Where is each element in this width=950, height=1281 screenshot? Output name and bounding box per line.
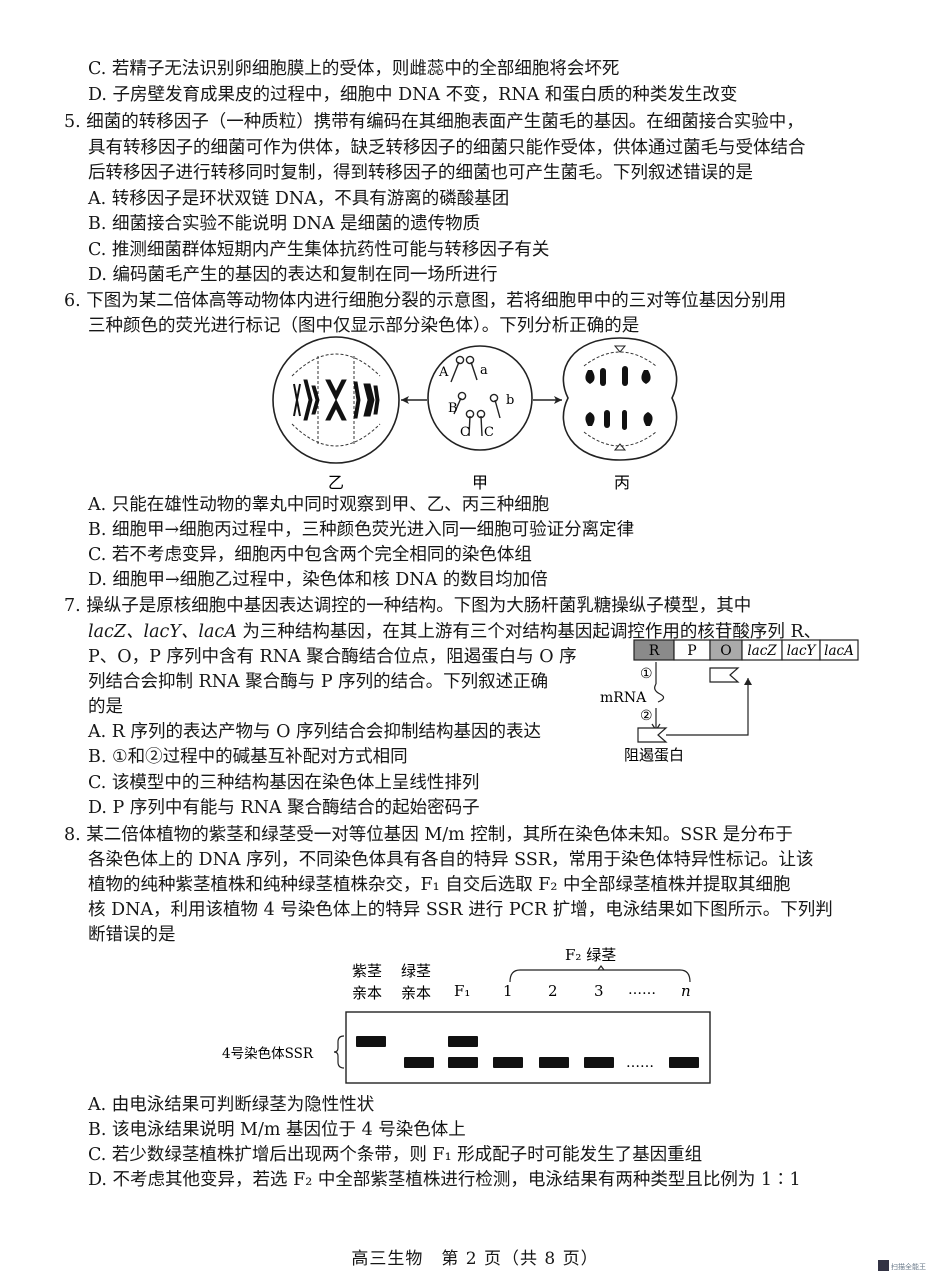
q7-stem-2-rest: 为三种结构基因，在其上游有三个对结构基因起调控作用的核苷酸序列 R、 [236, 622, 822, 642]
lane-3-label: 3 [594, 982, 604, 1000]
band-lane-n [669, 1057, 699, 1068]
scanner-watermark: 扫描全能王 [891, 1263, 926, 1271]
q6-option-c: C. 若不考虑变异，细胞丙中包含两个完全相同的染色体组 [88, 545, 532, 565]
scanner-qr-icon [878, 1260, 889, 1271]
lane-2-label: 2 [548, 982, 558, 1000]
cell-jia-label: 甲 [472, 473, 488, 492]
q7-stem-2: lacZ、lacY、lacA 为三种结构基因，在其上游有三个对结构基因起调控作用… [88, 620, 821, 644]
lane-1-label: 1 [503, 982, 513, 1000]
page-footer: 高三生物 第 2 页（共 8 页） [351, 1249, 599, 1269]
q8-option-c: C. 若少数绿茎植株扩增后出现两个条带，则 F₁ 形成配子时可能发生了基因重组 [88, 1145, 703, 1165]
band-green-parent [404, 1057, 434, 1068]
f1-label: F₁ [454, 982, 470, 1000]
ssr-row-label: 4号染色体SSR [222, 1045, 314, 1062]
q7-stem-1: 7. 操纵子是原核细胞中基因表达调控的一种结构。下图为大肠杆菌乳糖操纵子模型，其… [64, 596, 752, 616]
box-P: P [687, 643, 696, 659]
band-dots: …… [626, 1055, 654, 1071]
q5-option-a: A. 转移因子是环状双链 DNA，不具有游离的磷酸基团 [88, 189, 510, 209]
q6-option-d: D. 细胞甲→细胞乙过程中，染色体和核 DNA 的数目均加倍 [88, 570, 548, 590]
gene-A: A [438, 365, 449, 380]
cell-yi [272, 336, 400, 464]
band-f1-lower [448, 1057, 478, 1068]
q8-option-b: B. 该电泳结果说明 M/m 基因位于 4 号染色体上 [88, 1120, 466, 1140]
mrna-label: mRNA [600, 690, 647, 706]
gene-C-1: C [460, 425, 470, 440]
q8-stem-2: 各染色体上的 DNA 序列，不同染色体具有各自的特异 SSR，常用于染色体特异性… [88, 850, 814, 870]
box-R: R [649, 643, 660, 659]
cell-bing [562, 337, 678, 461]
box-lacA: lacA [824, 643, 854, 659]
q8-option-a: A. 由电泳结果可判断绿茎为隐性性状 [88, 1095, 375, 1115]
gene-a: a [480, 363, 488, 378]
q6-stem-1: 6. 下图为某二倍体高等动物体内进行细胞分裂的示意图，若将细胞甲中的三对等位基因… [64, 291, 787, 311]
q6-stem-2: 三种颜色的荧光进行标记（图中仅显示部分染色体）。下列分析正确的是 [88, 316, 640, 336]
box-lacZ: lacZ [747, 643, 777, 659]
q5-option-c: C. 推测细菌群体短期内产生集体抗药性可能与转移因子有关 [88, 240, 550, 260]
q7-gene-names: lacZ、lacY、lacA [88, 622, 237, 642]
q7-option-a: A. R 序列的表达产物与 O 序列结合会抑制结构基因的表达 [88, 722, 541, 742]
q8-stem-5: 断错误的是 [88, 925, 176, 945]
q6-option-a: A. 只能在雄性动物的睾丸中同时观察到甲、乙、丙三种细胞 [88, 495, 550, 515]
box-O: O [720, 643, 731, 659]
q6-option-b: B. 细胞甲→细胞丙过程中，三种颜色荧光进入同一细胞可验证分离定律 [88, 520, 635, 540]
cell-division-figure: 乙 A a B b C C 甲 [272, 336, 678, 492]
f2-green-label: F₂ 绿茎 [565, 946, 616, 964]
q7-stem-3: P、O，P 序列中含有 RNA 聚合酶结合位点，阻遏蛋白与 O 序 [88, 647, 577, 667]
gene-C-2: C [484, 425, 494, 440]
band-lane-1 [493, 1057, 523, 1068]
lane-n-label: n [681, 982, 691, 1000]
q7-option-b: B. ①和②过程中的碱基互补配对方式相同 [88, 747, 408, 767]
q4-option-d: D. 子房壁发育成果皮的过程中，细胞中 DNA 不变，RNA 和蛋白质的种类发生… [88, 85, 738, 105]
operon-diagram: R P O lacZ lacY lacA ① mRNA ② 阻遏蛋白 [600, 639, 859, 764]
purple-parent-1: 紫茎 [352, 962, 382, 980]
band-f1-upper [448, 1036, 478, 1047]
q8-stem-3: 植物的纯种紫茎植株和纯种绿茎植株杂交，F₁ 自交后选取 F₂ 中全部绿茎植株并提… [88, 875, 791, 895]
cell-bing-label: 丙 [614, 473, 630, 492]
q5-stem-3: 后转移因子进行转移同时复制，得到转移因子的细菌也可产生菌毛。下列叙述错误的是 [88, 163, 753, 183]
box-lacY: lacY [787, 643, 817, 659]
arrow-to-yi [401, 396, 427, 404]
green-parent-2: 亲本 [401, 984, 431, 1002]
arrow-to-bing [533, 396, 562, 404]
repressor-label: 阻遏蛋白 [624, 746, 684, 764]
cell-jia: A a B b C C [427, 345, 533, 451]
band-purple-parent [356, 1036, 386, 1047]
band-lane-3 [584, 1057, 614, 1068]
q8-stem-4: 核 DNA，利用该植物 4 号染色体上的特异 SSR 进行 PCR 扩增，电泳结… [88, 900, 833, 920]
gene-b: b [506, 393, 514, 408]
q5-stem-2: 具有转移因子的细菌可作为供体，缺乏转移因子的细菌只能作受体，供体通过菌毛与受体结… [88, 138, 806, 158]
q7-stem-4: 列结合会抑制 RNA 聚合酶与 P 序列的结合。下列叙述正确 [88, 672, 549, 692]
lane-dots-label: …… [628, 982, 656, 998]
q4-option-c: C. 若精子无法识别卵细胞膜上的受体，则雌蕊中的全部细胞将会坏死 [88, 59, 620, 79]
q8-stem-1: 8. 某二倍体植物的紫茎和绿茎受一对等位基因 M/m 控制，其所在染色体未知。S… [64, 825, 793, 845]
q7-option-c: C. 该模型中的三种结构基因在染色体上呈线性排列 [88, 773, 480, 793]
q5-stem-1: 5. 细菌的转移因子（一种质粒）携带有编码在其细胞表面产生菌毛的基因。在细菌接合… [64, 112, 804, 132]
q7-option-d: D. P 序列中有能与 RNA 聚合酶结合的起始密码子 [88, 798, 480, 818]
band-lane-2 [539, 1057, 569, 1068]
green-parent-1: 绿茎 [401, 962, 431, 980]
purple-parent-2: 亲本 [352, 984, 382, 1002]
cell-yi-label: 乙 [328, 473, 344, 492]
step-1-label: ① [640, 666, 653, 682]
step-2-label: ② [640, 708, 653, 724]
q5-option-b: B. 细菌接合实验不能说明 DNA 是细菌的遗传物质 [88, 214, 481, 234]
q8-option-d: D. 不考虑其他变异，若选 F₂ 中全部紫茎植株进行检测，电泳结果有两种类型且比… [88, 1170, 801, 1190]
q5-option-d: D. 编码菌毛产生的基因的表达和复制在同一场所进行 [88, 265, 498, 285]
electrophoresis-figure: F₂ 绿茎 紫茎 亲本 绿茎 亲本 F₁ 1 2 3 …… n 4号染色体SSR… [222, 946, 711, 1084]
q7-stem-5: 的是 [88, 697, 123, 717]
gene-B: B [448, 401, 458, 416]
